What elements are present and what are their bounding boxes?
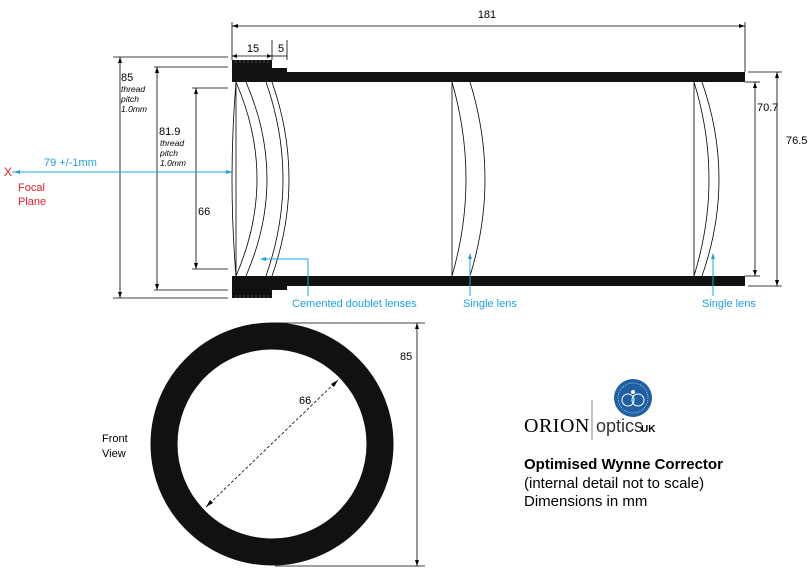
inner-pitch-label: pitch	[159, 148, 178, 158]
flange-width-label: 15	[247, 43, 259, 55]
side-view: 181 15 5 85 thread pitch 1.0mm	[4, 9, 807, 310]
brand-region: UK	[641, 424, 656, 435]
single-lens-right	[693, 81, 720, 277]
caption: Optimised Wynne Corrector (internal deta…	[524, 456, 723, 510]
single-lens-mid	[451, 81, 486, 277]
tube-outer-dimension: 76.5	[748, 71, 807, 287]
orion-optics-emblem-icon	[614, 379, 652, 417]
inner-thread-label: 81.9	[159, 126, 180, 138]
overall-length-dimension: 181	[231, 9, 746, 72]
front-view-label-line2: View	[102, 448, 126, 460]
brand-main: ORION	[524, 415, 590, 437]
doublet-lenses	[231, 81, 290, 277]
flange-step-label: 5	[278, 43, 284, 55]
clear-aperture-label: 66	[198, 206, 210, 218]
inner-thread-word: thread	[160, 138, 184, 148]
front-view: Front View 66 85	[102, 322, 425, 567]
tube-outer-label: 76.5	[786, 135, 807, 147]
tube-inner-label: 70.7	[757, 102, 778, 114]
outer-pitch-label: pitch	[120, 94, 139, 104]
outer-thread-label: thread	[121, 84, 145, 94]
brand-sub: optics	[596, 416, 643, 436]
flange-dimension: 15 5	[232, 40, 288, 60]
callout-doublet	[262, 258, 309, 296]
outer-diameter-label: 85	[121, 72, 133, 84]
tube-inner-dimension: 70.7	[745, 81, 778, 277]
front-view-label-line1: Front	[102, 433, 128, 445]
outer-pitch-value: 1.0mm	[121, 104, 147, 114]
front-ring	[150, 322, 394, 566]
caption-line3: Dimensions in mm	[524, 493, 647, 510]
focal-distance-label: 79 +/-1mm	[44, 157, 97, 169]
inner-thread-dimension: 81.9 thread pitch 1.0mm	[154, 66, 228, 291]
outer-diameter-dimension: 85 thread pitch 1.0mm	[113, 56, 228, 299]
front-inner-diameter-label: 66	[299, 395, 311, 407]
focal-label-line1: Focal	[18, 182, 45, 194]
corrector-body	[232, 60, 745, 298]
orion-optics-logo: ORION optics UK	[524, 379, 656, 440]
callout-doublet-label: Cemented doublet lenses	[292, 298, 417, 310]
overall-length-label: 181	[478, 9, 496, 21]
focal-label-line2: Plane	[18, 196, 46, 208]
clear-aperture-dimension: 66	[192, 87, 228, 270]
front-outer-diameter-label: 85	[400, 351, 412, 363]
callout-single-right-label: Single lens	[702, 298, 756, 310]
callout-single-mid-label: Single lens	[463, 298, 517, 310]
focal-plane: 79 +/-1mm X Focal Plane	[4, 157, 232, 208]
caption-title: Optimised Wynne Corrector	[524, 456, 723, 473]
inner-pitch-value: 1.0mm	[160, 158, 186, 168]
focal-marker-icon: X	[4, 165, 12, 179]
caption-line2: (internal detail not to scale)	[524, 475, 704, 492]
